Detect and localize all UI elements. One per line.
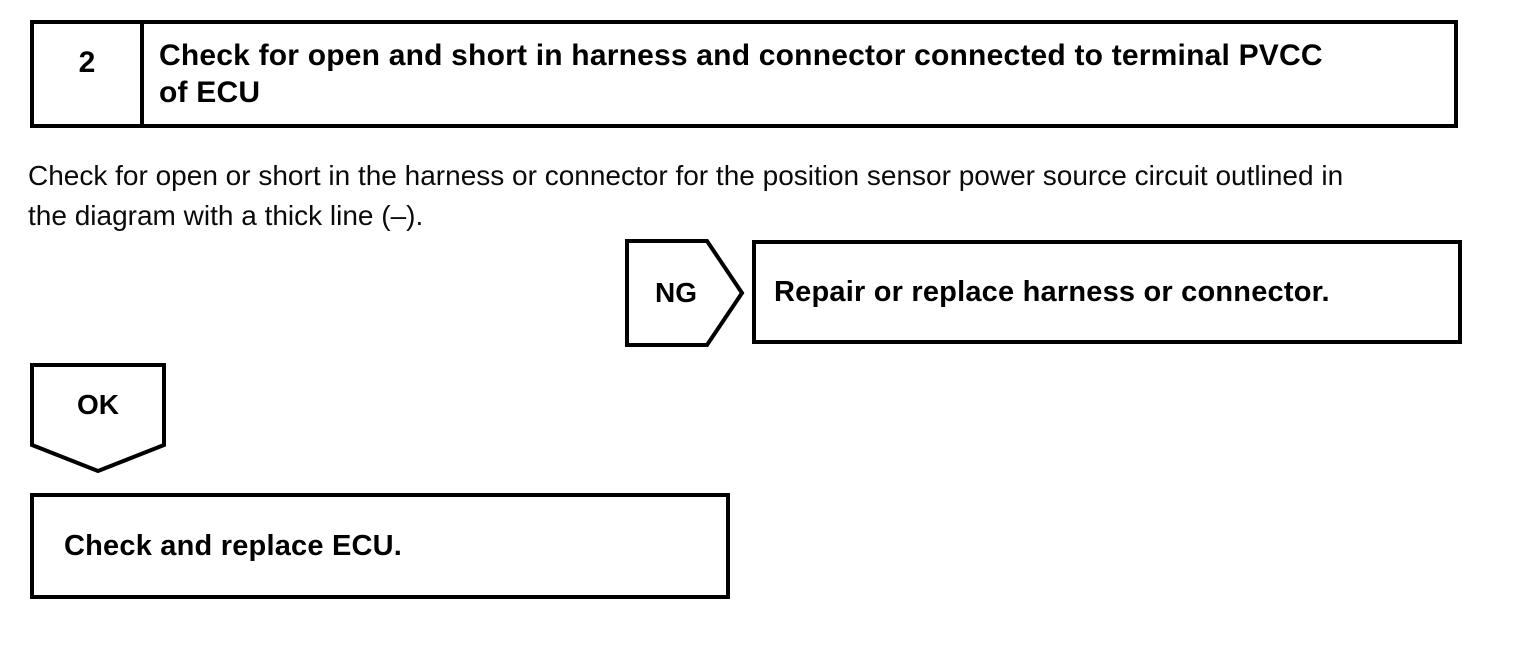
ok-connector: OK	[30, 363, 166, 473]
ok-action-box: Check and replace ECU.	[30, 493, 730, 599]
ng-connector-label: NG	[655, 277, 697, 308]
ok-connector-label: OK	[77, 389, 119, 420]
ng-action-text: Repair or replace harness or connector.	[774, 275, 1330, 308]
instruction-line-1: Check for open or short in the harness o…	[28, 160, 1344, 191]
step-title-line-1: Check for open and short in harness and …	[159, 39, 1323, 72]
ok-arrow-icon	[30, 363, 166, 473]
instruction-line-2: the diagram with a thick line (–).	[28, 200, 424, 231]
step-number: 2	[34, 24, 144, 124]
step-title: Check for open and short in harness and …	[144, 24, 1454, 124]
ng-arrow-icon	[625, 239, 745, 347]
ok-action-text: Check and replace ECU.	[64, 529, 403, 562]
ng-connector: NG	[625, 239, 745, 347]
ng-action-box: Repair or replace harness or connector.	[752, 240, 1462, 344]
instruction-text: Check for open or short in the harness o…	[28, 156, 1478, 236]
step-title-line-2: of ECU	[159, 76, 261, 109]
step-header-box: 2 Check for open and short in harness an…	[30, 20, 1458, 128]
